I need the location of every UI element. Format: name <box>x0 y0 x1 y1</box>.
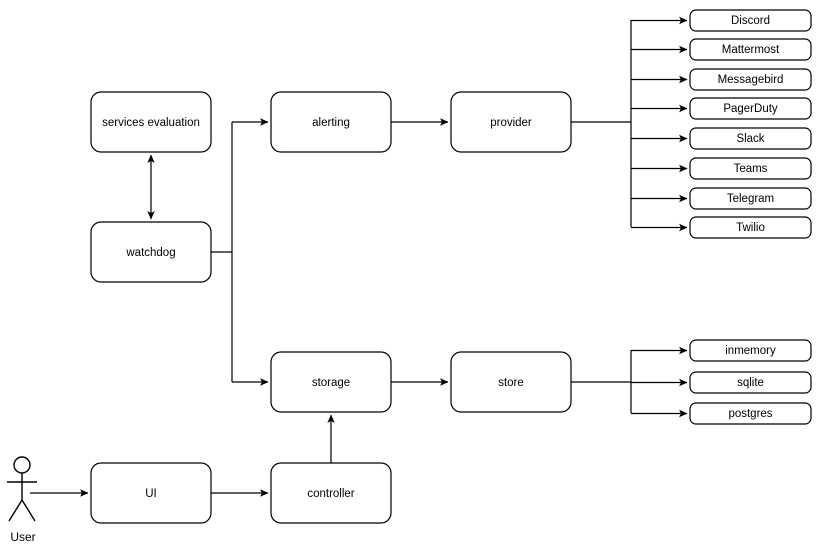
node-alerting-box[interactable] <box>270 91 392 153</box>
node-pagerduty-label: PagerDuty <box>723 103 778 115</box>
node-messagebird-label: Messagebird <box>718 74 784 86</box>
node-mattermost[interactable]: Mattermost <box>689 38 812 61</box>
provider-branch-lines <box>631 16 688 232</box>
node-twilio-box[interactable] <box>689 216 812 239</box>
node-store-box[interactable] <box>450 351 572 413</box>
node-ui[interactable]: UI <box>90 462 212 524</box>
node-store-label: store <box>498 377 524 389</box>
node-controller-label: controller <box>307 488 354 500</box>
provider-targets-layer: DiscordMattermostMessagebirdPagerDutySla… <box>689 9 812 239</box>
node-messagebird[interactable]: Messagebird <box>689 68 812 91</box>
node-teams[interactable]: Teams <box>689 157 812 180</box>
store-branch-lines <box>631 346 688 418</box>
node-discord-label: Discord <box>731 15 770 27</box>
actor-head-icon <box>13 456 31 474</box>
node-discord[interactable]: Discord <box>689 9 812 32</box>
node-twilio-label: Twilio <box>736 222 765 234</box>
node-twilio[interactable]: Twilio <box>689 216 812 239</box>
node-alerting-label: alerting <box>312 117 350 129</box>
actor-user-label: User <box>10 530 35 544</box>
node-slack[interactable]: Slack <box>689 127 812 150</box>
node-pagerduty-box[interactable] <box>689 97 812 120</box>
node-discord-box[interactable] <box>689 9 812 32</box>
node-watchdog-label: watchdog <box>125 247 175 259</box>
node-pagerduty[interactable]: PagerDuty <box>689 97 812 120</box>
node-storage-box[interactable] <box>270 351 392 413</box>
node-provider[interactable]: provider <box>450 91 572 153</box>
node-mattermost-box[interactable] <box>689 38 812 61</box>
node-controller[interactable]: controller <box>270 462 392 524</box>
node-postgres-label: postgres <box>728 408 772 420</box>
nodes-layer: services evaluation watchdog alerting pr… <box>90 91 572 524</box>
node-mattermost-label: Mattermost <box>722 44 780 56</box>
node-inmemory-box[interactable] <box>689 339 812 362</box>
actor-left-leg-icon <box>8 499 23 522</box>
node-services-evaluation-box[interactable] <box>90 91 212 153</box>
node-telegram[interactable]: Telegram <box>689 187 812 210</box>
node-sqlite-box[interactable] <box>689 371 812 394</box>
node-provider-box[interactable] <box>450 91 572 153</box>
node-services-evaluation-label: services evaluation <box>102 117 200 129</box>
node-inmemory-label: inmemory <box>725 345 776 357</box>
node-ui-label: UI <box>145 488 157 500</box>
store-targets-layer: inmemory sqlite postgres <box>689 339 812 425</box>
node-controller-box[interactable] <box>270 462 392 524</box>
node-messagebird-box[interactable] <box>689 68 812 91</box>
node-slack-box[interactable] <box>689 127 812 150</box>
node-slack-label: Slack <box>736 133 764 145</box>
node-teams-label: Teams <box>734 163 768 175</box>
node-ui-box[interactable] <box>90 462 212 524</box>
node-watchdog[interactable]: watchdog <box>90 221 212 283</box>
node-sqlite[interactable]: sqlite <box>689 371 812 394</box>
edges-layer <box>30 16 688 497</box>
actor-user[interactable]: User <box>7 456 37 544</box>
node-postgres[interactable]: postgres <box>689 402 812 425</box>
node-services-evaluation[interactable]: services evaluation <box>90 91 212 153</box>
node-storage[interactable]: storage <box>270 351 392 413</box>
node-sqlite-label: sqlite <box>737 377 764 389</box>
node-watchdog-box[interactable] <box>90 221 212 283</box>
node-alerting[interactable]: alerting <box>270 91 392 153</box>
node-provider-label: provider <box>490 117 532 129</box>
actor-right-leg-icon <box>21 499 36 522</box>
node-inmemory[interactable]: inmemory <box>689 339 812 362</box>
node-storage-label: storage <box>312 377 350 389</box>
node-postgres-box[interactable] <box>689 402 812 425</box>
node-store[interactable]: store <box>450 351 572 413</box>
node-telegram-label: Telegram <box>727 193 774 205</box>
node-teams-box[interactable] <box>689 157 812 180</box>
node-telegram-box[interactable] <box>689 187 812 210</box>
